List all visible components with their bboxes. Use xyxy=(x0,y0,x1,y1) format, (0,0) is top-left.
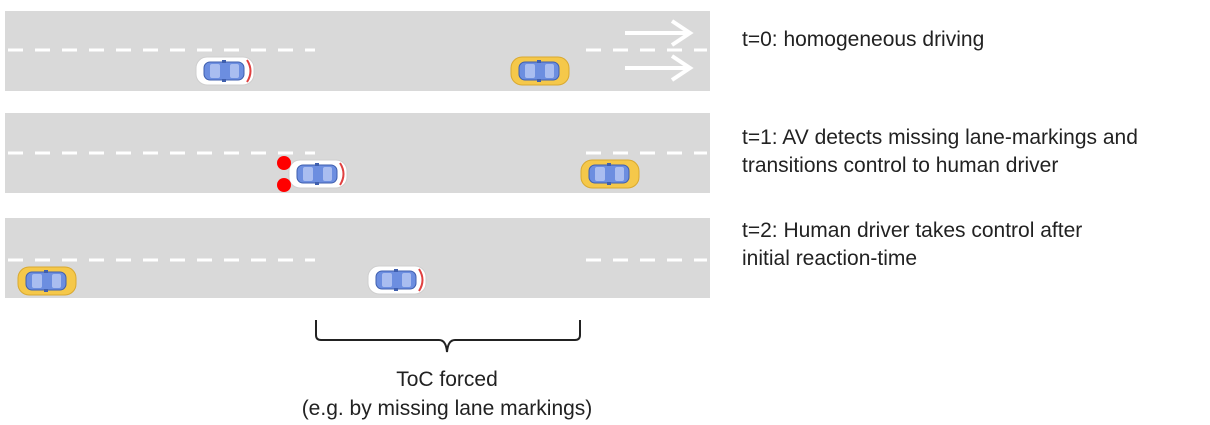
direction-arrow-icon xyxy=(625,19,694,47)
brace xyxy=(315,320,581,353)
step-label-t1: t=1: AV detects missing lane-markings an… xyxy=(742,126,1138,177)
automated-car-icon xyxy=(288,159,348,189)
warning-light-icon xyxy=(277,156,291,170)
brace-caption-title: ToC forced xyxy=(396,368,498,391)
warning-light-icon xyxy=(277,178,291,192)
step-label-t2: t=2: Human driver takes control after in… xyxy=(742,219,1083,270)
automated-car-icon xyxy=(367,265,427,295)
automated-car-icon xyxy=(195,56,255,86)
road-t0 xyxy=(5,11,710,91)
human-car-icon xyxy=(17,266,77,296)
direction-arrow-icon xyxy=(625,54,694,82)
step-label-t0: t=0: homogeneous driving xyxy=(742,28,985,51)
road-t1 xyxy=(5,113,710,193)
brace-caption-detail: (e.g. by missing lane markings) xyxy=(301,397,593,420)
human-car-icon xyxy=(510,56,570,86)
human-car-icon xyxy=(580,159,640,189)
road-t2 xyxy=(5,218,710,298)
